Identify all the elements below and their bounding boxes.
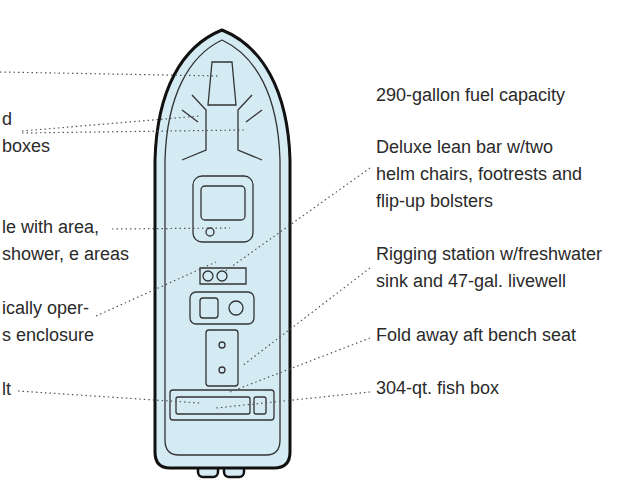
bow-box [182,110,262,122]
leader-line [22,130,244,133]
callout-label: 304-qt. fish box [376,375,616,402]
leader-line [224,168,370,272]
deck-hatch [206,330,238,386]
fish-box-lid [254,397,266,414]
leader-line [242,268,370,366]
windshield [201,186,245,220]
helm-chair [217,271,227,281]
sink [200,298,218,318]
bow-hatch [208,62,236,105]
callout-label: Fold away aft bench seat [376,322,616,349]
callout-label: ically oper- s enclosure [2,295,100,349]
rigging-station [190,292,254,324]
leader-line [18,391,200,403]
callout-label: d boxes [2,106,57,160]
leader-line [22,116,200,131]
gunwale-line [165,40,280,455]
helm-wheel [206,228,214,236]
leader-line [0,72,220,76]
console [193,176,253,242]
leader-line [230,338,370,392]
callout-label: lt [2,376,42,403]
callout-label: Rigging station w/freshwater sink and 47… [376,241,616,295]
callout-label: 290-gallon fuel capacity [376,82,616,109]
leader-line [112,228,230,229]
deck-fitting [219,367,225,373]
livewell [229,301,243,315]
callout-label: Deluxe lean bar w/two helm chairs, footr… [376,134,588,215]
leader-line [96,262,216,316]
bow-seat [182,95,262,160]
helm-chair [203,271,213,281]
deck-fitting [219,342,225,348]
callout-label: le with area, shower, e areas [2,214,142,268]
hull-outline [155,30,290,468]
aft-bench-seat [170,390,274,420]
lean-bar [200,268,246,284]
leader-line [216,392,370,408]
